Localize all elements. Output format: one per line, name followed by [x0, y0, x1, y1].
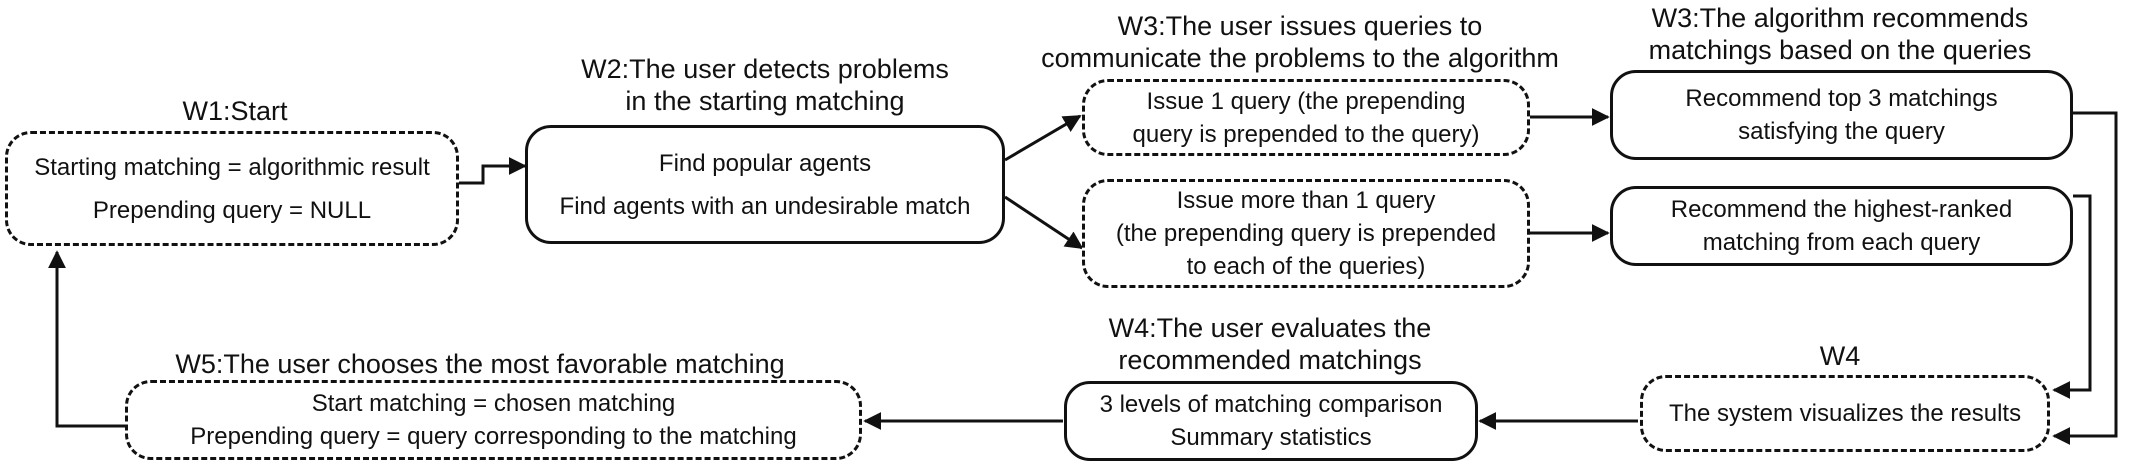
w3-recommend-title-line-2: matchings based on the queries — [1648, 35, 2032, 65]
w4-evaluate-title-line-1: W4:The user evaluates the — [1108, 313, 1432, 343]
w3-recommend-title: W3:The algorithm recommends matchings ba… — [1590, 2, 2090, 66]
recommend-highest-box: Recommend the highest-ranked matching fr… — [1610, 186, 2073, 266]
recommend-top3-box: Recommend top 3 matchings satisfying the… — [1610, 70, 2073, 160]
arrow-w2-to-issue-one — [1004, 114, 1082, 162]
issue-many-line-3: to each of the queries) — [1186, 253, 1426, 280]
top3-line-1: Recommend top 3 matchings — [1685, 85, 1998, 112]
w1-box: Starting matching = algorithmic result P… — [5, 131, 459, 246]
issue-one-line-2: query is prepended to the query) — [1132, 120, 1480, 148]
arrow-w2-to-issue-many — [1004, 195, 1084, 250]
arrow-top3-to-visualize — [2052, 111, 2118, 445]
w1-line-2: Prepending query = NULL — [92, 196, 372, 224]
w4-evaluate-title-line-2: recommended matchings — [1118, 345, 1422, 375]
highest-line-1: Recommend the highest-ranked — [1670, 196, 2013, 223]
w5-box: Start matching = chosen matching Prepend… — [125, 380, 862, 460]
w3-issue-title-line-2: communicate the problems to the algorith… — [1041, 43, 1559, 73]
w3-recommend-title-line-1: W3:The algorithm recommends — [1651, 3, 2029, 33]
w5-title: W5:The user chooses the most favorable m… — [175, 349, 785, 379]
w5-line-2: Prepending query = query corresponding t… — [190, 423, 797, 450]
w2-line-2: Find agents with an undesirable match — [559, 192, 971, 220]
w2-title-line-2: in the starting matching — [625, 86, 905, 116]
issue-many-queries-box: Issue more than 1 query (the prepending … — [1082, 179, 1530, 288]
w1-title: W1:Start — [182, 96, 288, 126]
w2-title-line-1: W2:The user detects problems — [581, 54, 949, 84]
w2-box: Find popular agents Find agents with an … — [525, 125, 1005, 244]
issue-one-query-box: Issue 1 query (the prepending query is p… — [1082, 79, 1530, 156]
w5-line-1: Start matching = chosen matching — [311, 390, 676, 417]
issue-many-line-1: Issue more than 1 query — [1176, 187, 1436, 214]
top3-line-2: satisfying the query — [1738, 118, 1945, 145]
w1-line-1: Starting matching = algorithmic result — [34, 153, 430, 181]
w3-issue-title-line-1: W3:The user issues queries to — [1117, 11, 1483, 41]
w2-title: W2:The user detects problems in the star… — [520, 53, 1010, 117]
visualize-line: The system visualizes the results — [1668, 400, 2022, 427]
issue-many-line-2: (the prepending query is prepended — [1115, 220, 1497, 247]
w4-visualize-title: W4 — [1819, 341, 1861, 371]
visualize-results-box: The system visualizes the results — [1640, 375, 2050, 452]
evaluate-line-2: Summary statistics — [1170, 424, 1372, 451]
w3-issue-title: W3:The user issues queries to communicat… — [990, 10, 1610, 74]
w4-evaluate-title: W4:The user evaluates the recommended ma… — [1060, 312, 1480, 376]
evaluate-line-1: 3 levels of matching comparison — [1099, 391, 1443, 418]
arrow-w5-to-w1 — [48, 250, 125, 428]
arrow-highest-to-visualize — [2052, 194, 2092, 399]
w2-line-1: Find popular agents — [658, 149, 872, 177]
issue-one-line-1: Issue 1 query (the prepending — [1146, 87, 1466, 115]
evaluate-box: 3 levels of matching comparison Summary … — [1064, 381, 1478, 461]
arrow-w1-to-w2 — [459, 157, 527, 185]
highest-line-2: matching from each query — [1702, 229, 1981, 256]
